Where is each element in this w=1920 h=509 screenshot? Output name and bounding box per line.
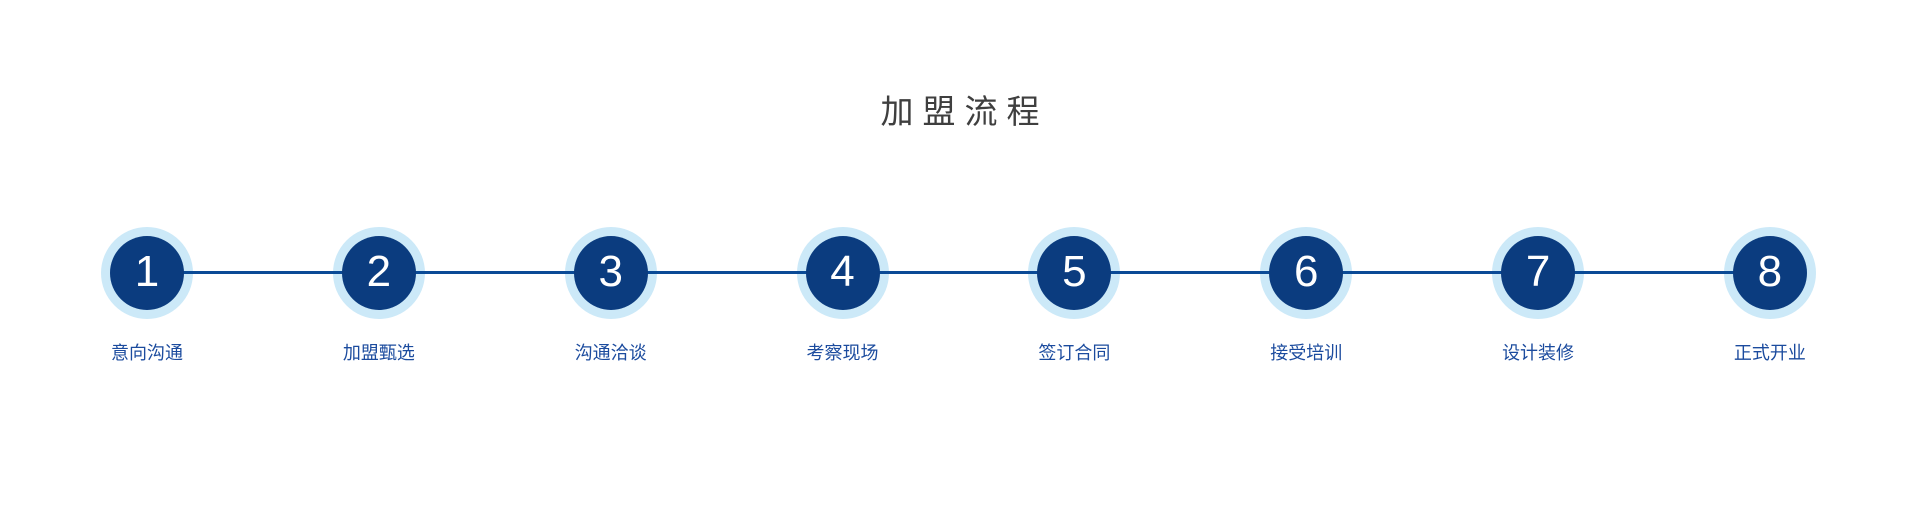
process-step: 5 签订合同 [1014, 227, 1134, 363]
step-label: 考察现场 [806, 343, 879, 363]
step-circle-halo: 8 [1723, 227, 1816, 319]
step-circle-halo: 5 [1028, 227, 1121, 319]
step-circle: 5 [1037, 236, 1112, 310]
process-step: 7 设计装修 [1478, 227, 1598, 363]
step-number: 4 [830, 247, 855, 296]
process-step: 8 正式开业 [1710, 227, 1830, 363]
step-label: 意向沟通 [111, 343, 183, 363]
step-number: 5 [1062, 247, 1087, 296]
process-step: 4 考察现场 [783, 227, 903, 363]
step-number: 6 [1293, 247, 1319, 296]
step-label: 设计装修 [1502, 343, 1575, 363]
step-number: 1 [134, 247, 160, 296]
step-label: 正式开业 [1733, 343, 1806, 363]
step-circle: 8 [1732, 236, 1807, 310]
process-step: 3 沟通洽谈 [551, 227, 671, 363]
step-circle-halo: 2 [332, 227, 425, 319]
step-label: 加盟甄选 [342, 343, 415, 363]
step-circle-halo: 4 [796, 227, 889, 319]
step-label: 接受培训 [1270, 343, 1343, 363]
step-number: 8 [1757, 247, 1783, 296]
step-circle: 6 [1269, 236, 1344, 310]
step-label: 签订合同 [1038, 343, 1111, 363]
process-step: 2 加盟甄选 [319, 227, 439, 363]
step-circle: 4 [805, 236, 880, 310]
process-step: 6 接受培训 [1246, 227, 1366, 363]
step-circle-halo: 1 [101, 227, 193, 319]
step-circle-halo: 3 [564, 227, 657, 319]
step-label: 沟通洽谈 [574, 343, 647, 363]
step-circle: 7 [1501, 236, 1576, 310]
step-circle-halo: 6 [1260, 227, 1353, 319]
step-number: 7 [1525, 247, 1551, 296]
step-circle: 3 [573, 236, 648, 310]
step-number: 2 [366, 247, 392, 296]
process-steps: 1 意向沟通 2 加盟甄选 3 沟通洽谈 4 考察现场 5 签订合同 6 接受培训 7 设计装修 8 正式开业 [87, 227, 1830, 363]
step-circle-halo: 7 [1492, 227, 1585, 319]
page-title: 加盟流程 [880, 93, 1049, 130]
step-circle: 2 [341, 236, 416, 310]
connector-line [147, 271, 1770, 274]
process-step: 1 意向沟通 [87, 227, 207, 363]
step-circle: 1 [110, 236, 184, 310]
step-number: 3 [598, 247, 623, 296]
